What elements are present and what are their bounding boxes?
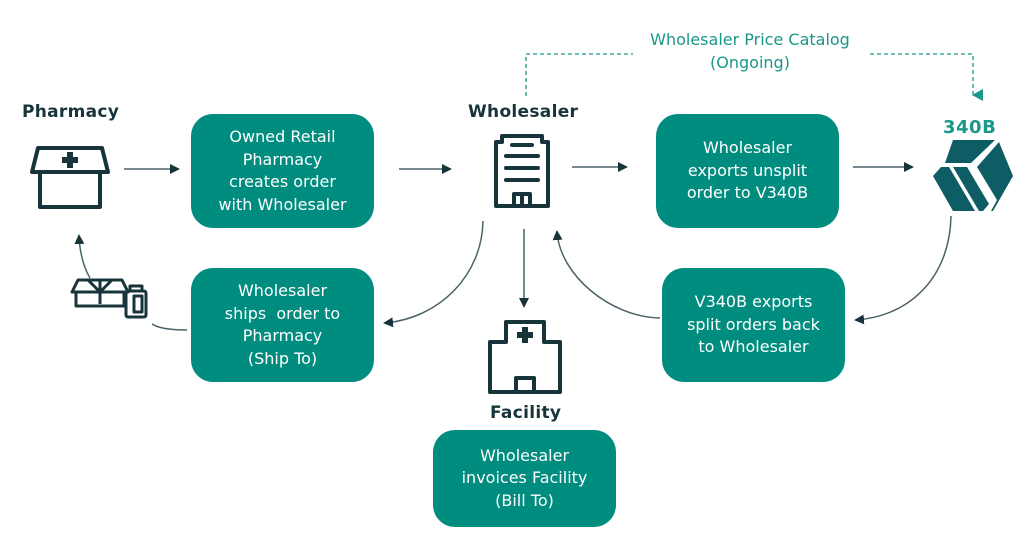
edge-ship-order-curve <box>151 323 188 331</box>
hospital-icon <box>488 320 562 394</box>
office-building-icon <box>494 134 550 208</box>
package-and-medicine-bottle-icon <box>70 278 148 319</box>
facility-label: Facility <box>490 403 562 423</box>
step-text-line: Wholesaler <box>702 138 793 158</box>
step-export-split: V340B exports split orders back to Whole… <box>662 268 845 382</box>
step-text-line: Wholesaler <box>479 445 570 465</box>
step-text-line: ships order to <box>224 303 341 323</box>
catalog-dashed-line-right <box>870 53 983 101</box>
step-text-line: (Ship To) <box>247 348 318 368</box>
step-ship-order: Wholesaler ships order to Pharmacy (Ship… <box>191 268 374 382</box>
step-text-line: to Wholesaler <box>698 337 809 357</box>
step-text-line: Pharmacy <box>242 326 323 345</box>
v340b-logo-icon <box>933 140 1013 211</box>
price-catalog-label: Wholesaler Price Catalog (Ongoing) <box>636 28 864 74</box>
step-text-line: with Wholesaler <box>218 194 347 214</box>
edge-shipment-to-pharmacy <box>74 234 91 279</box>
step-text-line: exports unsplit <box>687 160 808 180</box>
catalog-line: Wholesaler Price Catalog <box>650 30 850 49</box>
wholesaler-label: Wholesaler <box>468 102 579 122</box>
step-text-line: Owned Retail <box>229 127 336 146</box>
step-text-line: Pharmacy <box>242 149 323 169</box>
v340b-label: 340B <box>943 117 997 138</box>
step-text-line: invoices Facility <box>461 468 588 488</box>
step-text-line: split orders back <box>687 314 820 334</box>
pharmacy-store-icon <box>30 146 110 209</box>
edge-wholesaler-to-ship-order <box>383 220 484 328</box>
catalog-dashed-line-left <box>525 53 633 96</box>
step-text-line: creates order <box>229 172 336 191</box>
step-text-line: V340B exports <box>694 292 813 312</box>
step-create-order: Owned Retail Pharmacy creates order with… <box>191 114 374 228</box>
edge-v340b-to-export-split <box>854 215 952 325</box>
step-text-line: (Bill To) <box>495 490 554 510</box>
step-text-line: Wholesaler <box>237 281 328 300</box>
step-invoice-facility: Wholesaler invoices Facility (Bill To) <box>433 430 616 527</box>
pharmacy-label: Pharmacy <box>22 102 120 122</box>
step-export-unsplit: Wholesaler exports unsplit order to V340… <box>656 114 839 228</box>
edge-export-split-to-wholesaler <box>552 230 661 319</box>
step-text-line: order to V340B <box>686 183 809 203</box>
catalog-line: (Ongoing) <box>710 53 790 72</box>
